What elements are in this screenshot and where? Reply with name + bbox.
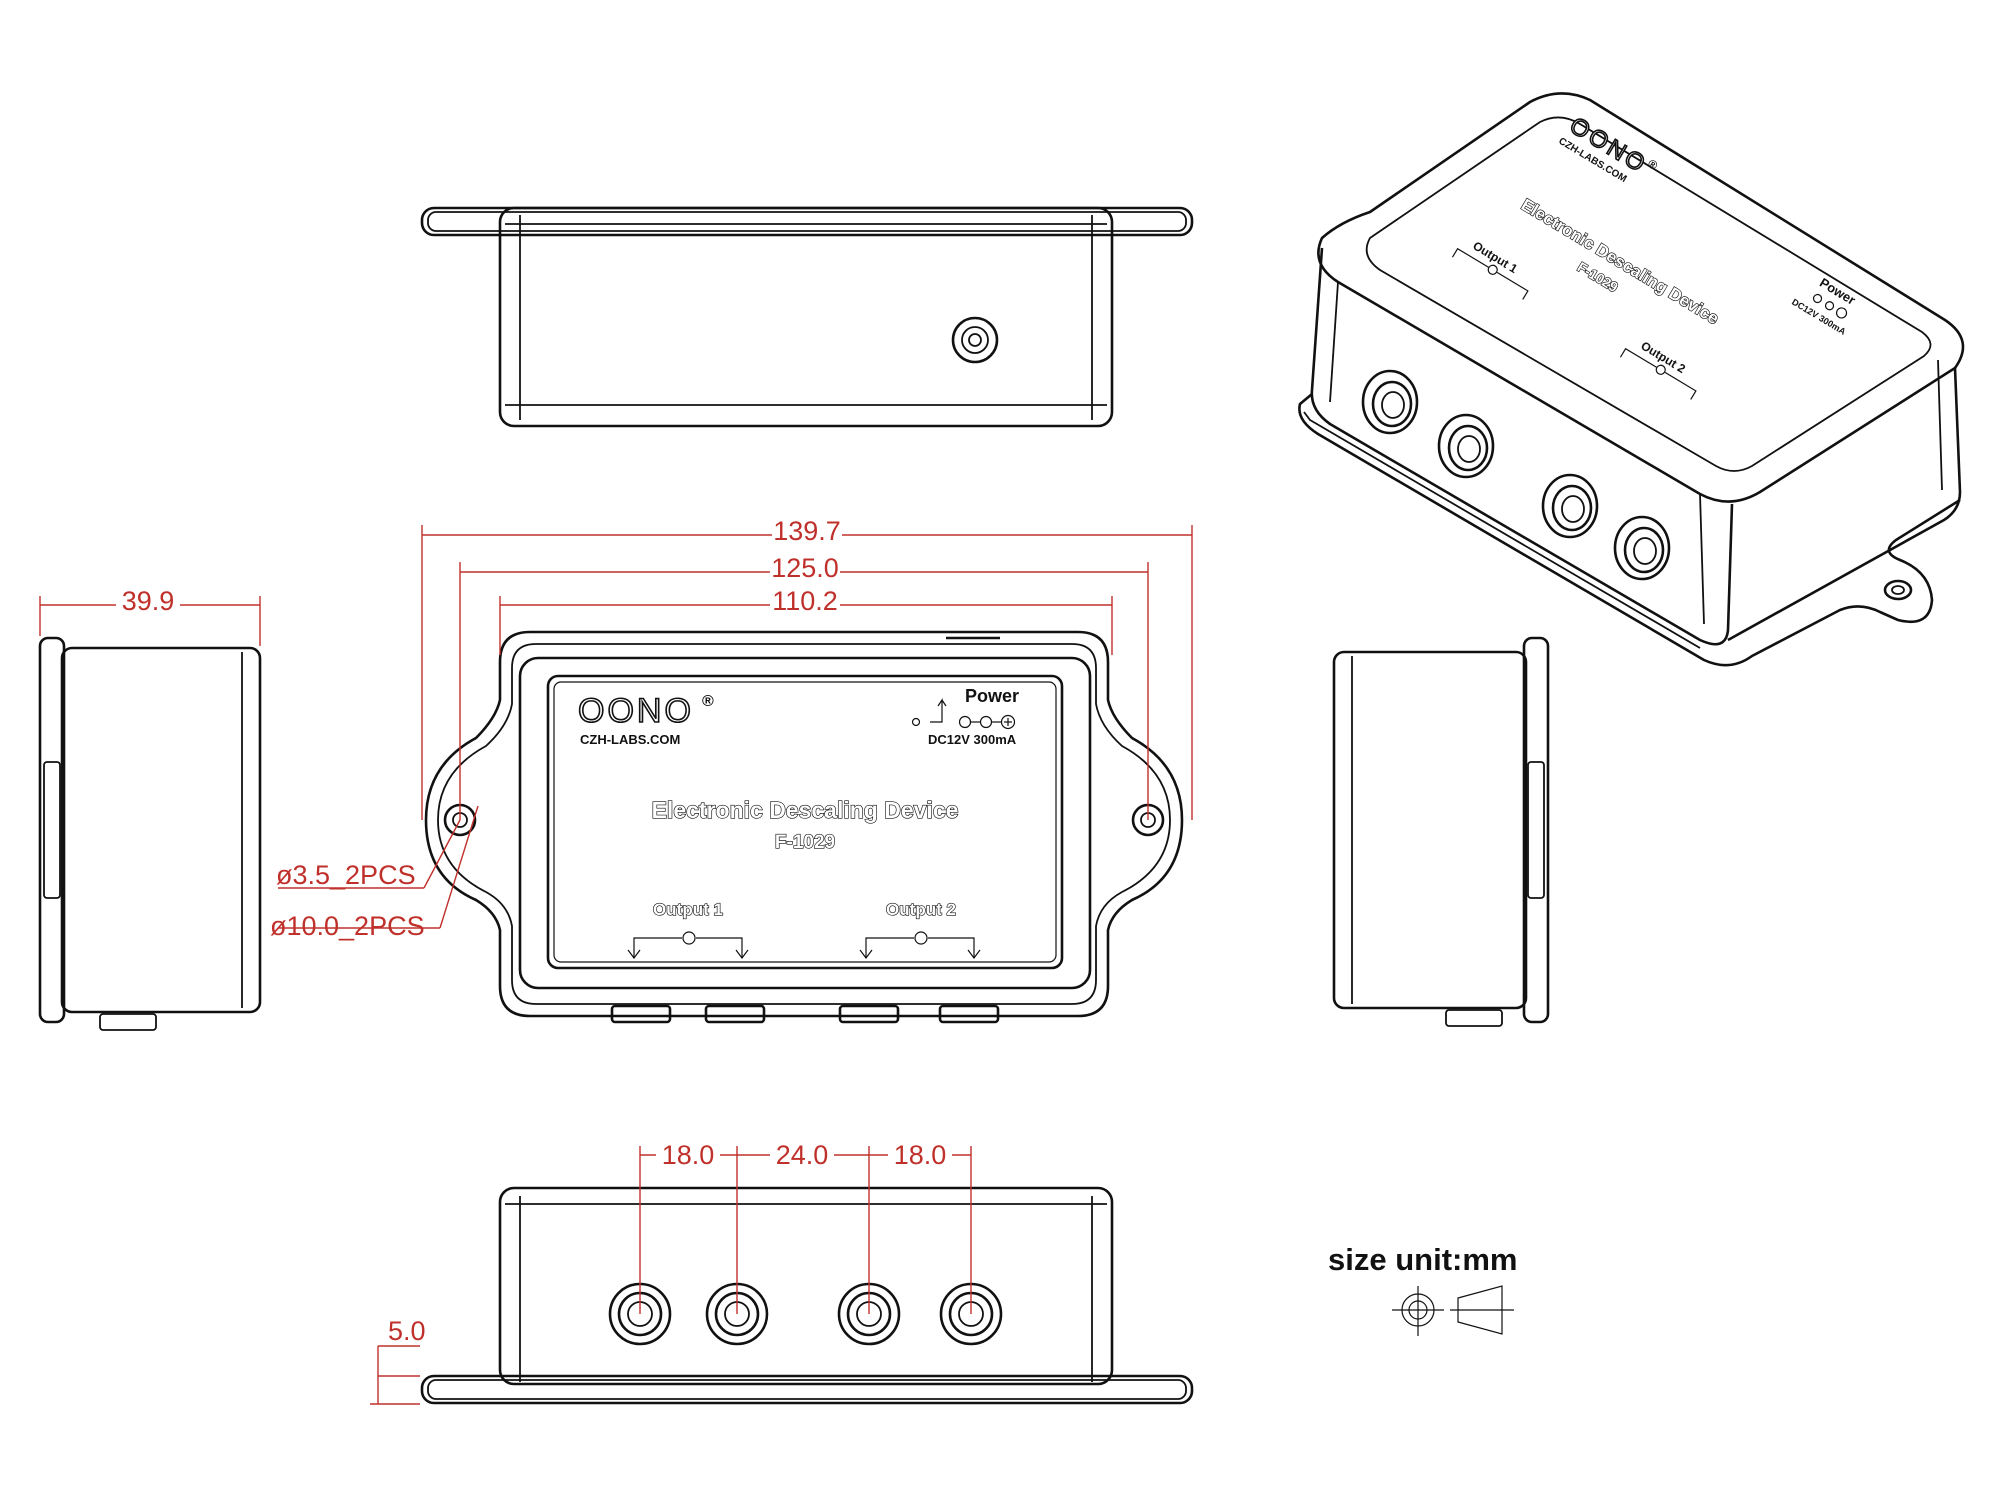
dim-bg-7 — [888, 1138, 952, 1168]
dim-hole-small: ø3.5_2PCS — [276, 860, 416, 890]
right-side-view — [1332, 636, 1550, 1027]
front-output2-text: Output 2 — [886, 900, 956, 919]
bottom-view — [420, 1186, 1194, 1405]
power-polarity-icon — [911, 698, 1016, 730]
iso-port-3 — [1541, 473, 1599, 539]
left-side-view — [38, 636, 262, 1031]
front-brand-text: OONO — [578, 692, 694, 730]
front-website-text: CZH-LABS.COM — [580, 732, 680, 747]
iso-port-1 — [1361, 369, 1419, 435]
dim-depth: 39.9 — [122, 586, 175, 616]
output1-icon — [627, 931, 749, 959]
front-product-name: Electronic Descaling Device — [652, 797, 959, 823]
front-power-spec: DC12V 300mA — [928, 732, 1017, 747]
output2-icon — [859, 931, 981, 959]
iso-product-name: Electronic Descaling Device — [1518, 195, 1722, 328]
front-model-text: F-1029 — [775, 832, 835, 853]
dim-bg-4 — [116, 582, 180, 612]
dim-body-length: 110.2 — [772, 586, 838, 616]
front-registered-mark: ® — [702, 693, 714, 710]
dim-hole-large: ø10.0_2PCS — [270, 911, 425, 941]
dim-port-gap-1: 18.0 — [662, 1140, 715, 1170]
dim-bg-3 — [770, 582, 840, 612]
top-view — [420, 206, 1194, 428]
size-unit-text: size unit:mm — [1328, 1242, 1517, 1277]
dim-bg-5 — [656, 1138, 720, 1168]
dim-bg-2 — [770, 549, 840, 579]
iso-port-4 — [1613, 515, 1671, 581]
dim-port-gap-3: 18.0 — [894, 1140, 947, 1170]
front-output1-text: Output 1 — [653, 900, 723, 919]
dim-overall-length: 139.7 — [773, 516, 841, 546]
iso-port-2 — [1437, 413, 1495, 479]
dim-hole-spacing: 125.0 — [771, 553, 839, 583]
front-power-label: Power — [965, 686, 1019, 706]
isometric-view: OONO ® CZH-LABS.COM Electronic Descaling… — [1298, 92, 1965, 667]
dim-flange-thickness: 5.0 — [388, 1316, 426, 1346]
dim-bg-1 — [772, 512, 842, 542]
iso-output2-text: Output 2 — [1638, 339, 1688, 377]
iso-output1-text: Output 1 — [1470, 239, 1520, 277]
dim-port-gap-2: 24.0 — [776, 1140, 829, 1170]
front-view: OONO ® CZH-LABS.COM Power DC12V 300mA El… — [424, 630, 1184, 1024]
dim-bg-6 — [770, 1138, 834, 1168]
third-angle-projection-icon — [1392, 1285, 1514, 1336]
